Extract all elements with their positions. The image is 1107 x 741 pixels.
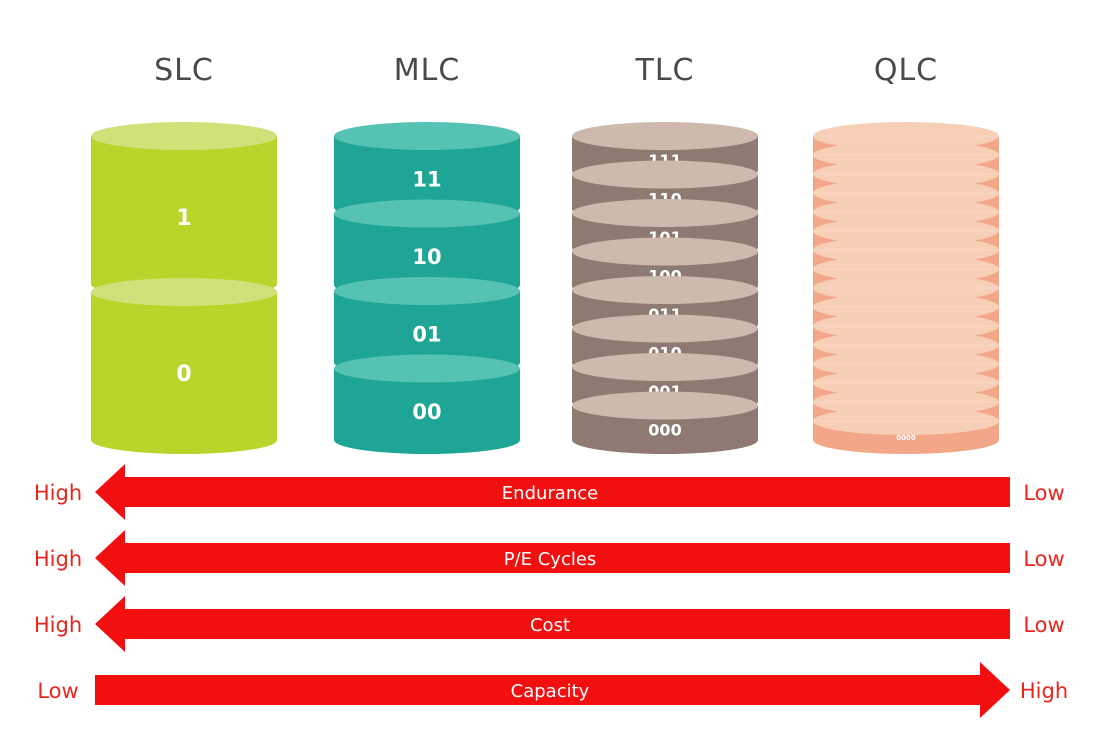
- arrow-shape: [95, 596, 1010, 652]
- arrow-shape: [95, 662, 1010, 718]
- arrow-label: Cost: [530, 615, 570, 636]
- tlc-bit-label: 000: [648, 421, 681, 440]
- mlc-disk: 01: [334, 277, 520, 377]
- mlc-bit-label: 10: [412, 245, 441, 269]
- arrow-right-end-label: Low: [1023, 613, 1064, 637]
- arrow-left-end-label: High: [34, 547, 82, 571]
- tlc-disk-top: [572, 122, 758, 150]
- mlc-stack: 11 10 01 00: [334, 122, 520, 454]
- arrow-right-end-label: Low: [1023, 547, 1064, 571]
- arrow-right-end-label: Low: [1023, 481, 1064, 505]
- slc-disk-top: [91, 278, 277, 306]
- mlc-disk-top: [334, 354, 520, 383]
- mlc-title: MLC: [394, 53, 461, 88]
- slc-bit-label: 1: [176, 206, 191, 231]
- tlc-disk-side: [572, 405, 758, 454]
- column-titles: SLC MLC TLC QLC: [154, 53, 938, 88]
- qlc-disk: 0000: [813, 407, 999, 454]
- qlc-disk-top: [813, 407, 999, 435]
- arrow-left-end-label: High: [34, 481, 82, 505]
- mlc-disk-side: [334, 368, 520, 454]
- mlc-disk-top: [334, 277, 520, 305]
- qlc-title: QLC: [874, 53, 938, 88]
- slc-stack: 10: [91, 122, 277, 454]
- tlc-disk-top: [572, 391, 758, 420]
- arrow-endurance: Endurance High Low: [34, 464, 1065, 520]
- mlc-disk: 10: [334, 199, 520, 299]
- cell-stacks: 1011100100111110101100011010001000111111…: [91, 122, 999, 454]
- slc-disk-top: [91, 122, 277, 150]
- arrow-shape: [95, 464, 1010, 520]
- qlc-bit-label: 0000: [896, 434, 916, 442]
- arrow-shape: [95, 530, 1010, 586]
- arrow-p-e-cycles: P/E Cycles High Low: [34, 530, 1065, 586]
- mlc-bit-label: 01: [412, 322, 441, 346]
- slc-disk: 0: [91, 278, 277, 454]
- tlc-disk-top: [572, 353, 758, 381]
- arrow-left-end-label: Low: [37, 679, 78, 703]
- arrow-label: Endurance: [502, 483, 598, 504]
- qlc-stack: 1111111011011100101110101001100001110110…: [813, 122, 999, 454]
- mlc-disk-side: [334, 213, 520, 299]
- tlc-disk-top: [572, 314, 758, 343]
- slc-title: SLC: [154, 53, 214, 88]
- arrow-label: P/E Cycles: [504, 549, 597, 570]
- slc-disk: 1: [91, 122, 277, 298]
- mlc-disk-side: [334, 136, 520, 222]
- slc-disk-side: [91, 292, 277, 454]
- arrow-cost: Cost High Low: [34, 596, 1065, 652]
- arrow-left-end-label: High: [34, 613, 82, 637]
- tlc-stack: 111110101100011010001000: [572, 122, 758, 454]
- mlc-disk-top: [334, 122, 520, 150]
- slc-bit-label: 0: [176, 362, 191, 387]
- mlc-disk: 00: [334, 354, 520, 454]
- mlc-bit-label: 11: [412, 167, 441, 191]
- arrow-right-end-label: High: [1020, 679, 1068, 703]
- tlc-disk-top: [572, 160, 758, 189]
- tlc-disk: 000: [572, 391, 758, 454]
- slc-disk-side: [91, 136, 277, 298]
- mlc-disk-side: [334, 291, 520, 377]
- tlc-disk-top: [572, 199, 758, 227]
- tlc-disk-top: [572, 276, 758, 304]
- mlc-bit-label: 00: [412, 400, 441, 424]
- arrow-label: Capacity: [511, 681, 590, 702]
- tlc-title: TLC: [635, 53, 695, 88]
- arrow-capacity: Capacity Low High: [37, 662, 1068, 718]
- tlc-disk-top: [572, 237, 758, 266]
- mlc-disk: 11: [334, 122, 520, 222]
- mlc-disk-top: [334, 199, 520, 228]
